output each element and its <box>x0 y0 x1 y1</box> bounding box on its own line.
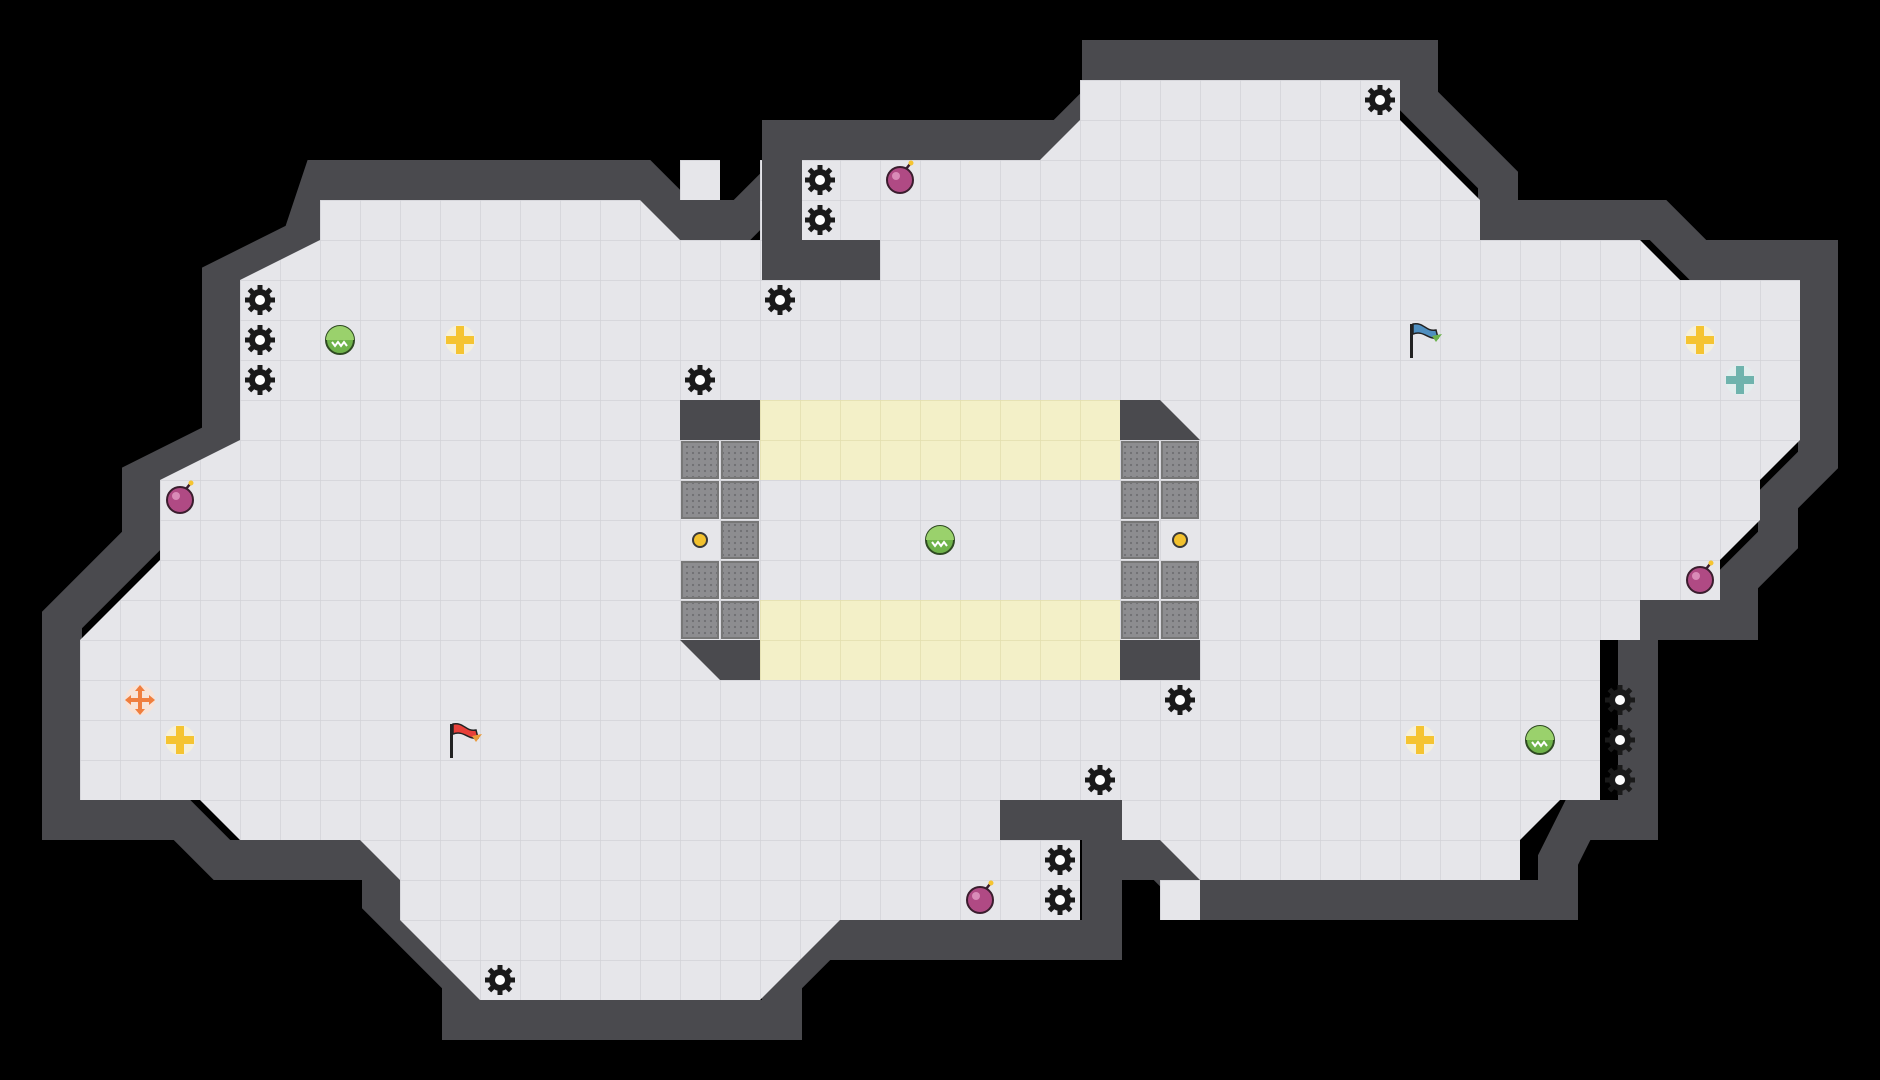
teal-plus-icon <box>1725 365 1755 395</box>
health-plus-icon <box>1405 725 1435 755</box>
spiked-gear-icon <box>1605 765 1635 795</box>
right-vent-column <box>1121 441 1199 639</box>
spawn-dot-icon <box>692 532 708 548</box>
spawn-dot-icon <box>1172 532 1188 548</box>
spiked-gear-icon <box>1605 725 1635 755</box>
lower-yellow-zone <box>760 600 1120 680</box>
spiked-gear-icon <box>805 165 835 195</box>
spiked-gear-icon <box>765 285 795 315</box>
spiked-gear-icon <box>1045 885 1075 915</box>
spiked-gear-icon <box>485 965 515 995</box>
outer-wall <box>42 40 1838 1040</box>
spiked-gear-icon <box>1605 685 1635 715</box>
upper-yellow-zone <box>760 400 1120 480</box>
left-vent-column <box>681 441 759 639</box>
spiked-gear-icon <box>245 325 275 355</box>
spawn-points <box>692 532 1188 548</box>
spiked-gear-icon <box>245 365 275 395</box>
shield-powerup-icon <box>1525 725 1555 755</box>
spiked-gear-icon <box>1165 685 1195 715</box>
spiked-gear-icon <box>1085 765 1115 795</box>
shield-powerup-icon <box>925 525 955 555</box>
spiked-gear-icon <box>245 285 275 315</box>
health-plus-icon <box>1685 325 1715 355</box>
spiked-gear-icon <box>1045 845 1075 875</box>
spiked-gear-icon <box>685 365 715 395</box>
center-arena <box>680 400 1200 680</box>
shield-powerup-icon <box>325 325 355 355</box>
spiked-gear-icon <box>805 205 835 235</box>
health-plus-icon <box>165 725 195 755</box>
speed-arrows-icon <box>125 685 155 715</box>
health-plus-icon <box>445 325 475 355</box>
spiked-gear-icon <box>1365 85 1395 115</box>
interior-walls <box>762 122 1122 920</box>
